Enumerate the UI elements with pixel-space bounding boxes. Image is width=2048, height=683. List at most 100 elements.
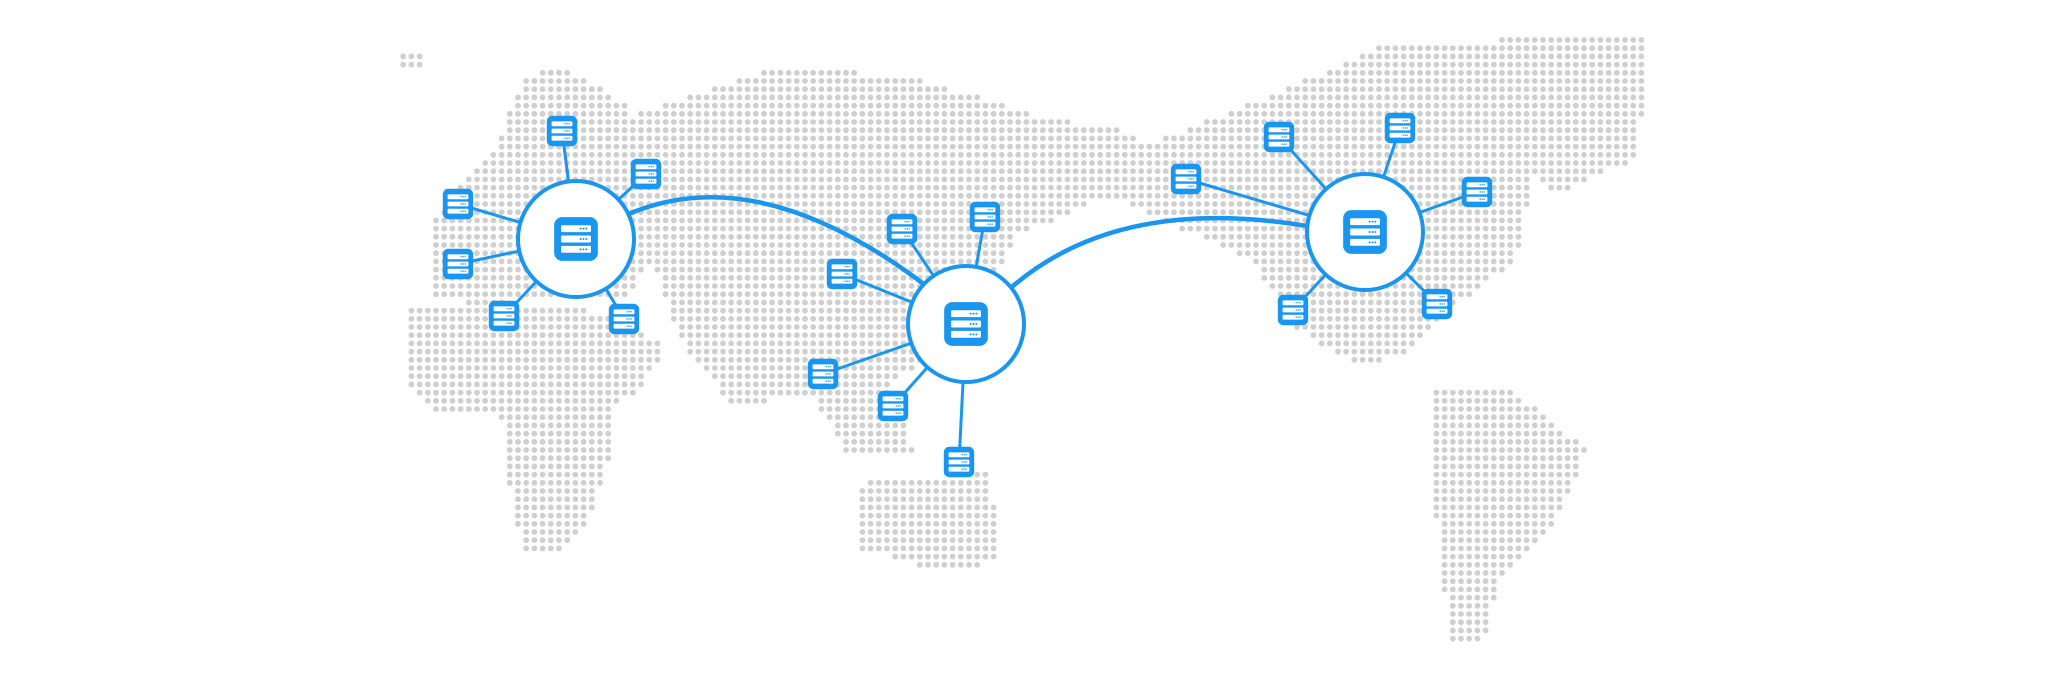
map-dot <box>777 151 784 158</box>
satellite-server-node[interactable] <box>1170 163 1202 195</box>
map-dot <box>769 151 776 158</box>
map-dot <box>720 201 726 207</box>
map-dot <box>1572 463 1579 470</box>
satellite-server-node[interactable] <box>1263 121 1295 153</box>
map-dot <box>474 299 480 306</box>
map-dot <box>465 315 472 322</box>
map-dot <box>1302 192 1309 199</box>
map-dot <box>490 283 497 289</box>
satellite-server-node[interactable] <box>442 188 474 220</box>
map-dot <box>720 242 726 248</box>
map-dot <box>1507 447 1514 453</box>
satellite-server-node[interactable] <box>488 300 520 332</box>
map-dot <box>711 266 718 273</box>
map-dot <box>1474 397 1481 404</box>
map-dot <box>1613 127 1620 134</box>
map-dot <box>900 447 907 453</box>
map-dot <box>523 340 530 347</box>
map-dot <box>1343 94 1350 101</box>
map-dot <box>925 496 931 503</box>
map-dot <box>572 512 579 519</box>
map-dot <box>1474 438 1481 445</box>
map-dot <box>1310 315 1317 322</box>
satellite-server-node[interactable] <box>877 390 909 422</box>
map-dot <box>785 110 792 117</box>
map-dot <box>1425 119 1432 125</box>
satellite-server-node[interactable] <box>1277 294 1309 326</box>
satellite-server-node[interactable] <box>630 158 662 190</box>
hub-server-node[interactable] <box>1305 172 1425 292</box>
map-dot <box>506 143 513 150</box>
satellite-server-node[interactable] <box>608 303 640 335</box>
map-dot <box>1392 348 1399 355</box>
map-dot <box>884 512 890 519</box>
map-dot <box>867 438 874 445</box>
map-dot <box>1343 143 1350 150</box>
map-dot <box>892 151 899 158</box>
hub-server-node[interactable] <box>906 264 1026 384</box>
map-dot <box>1540 151 1546 158</box>
map-dot <box>1105 135 1112 142</box>
map-dot <box>1146 151 1153 158</box>
map-dot <box>1171 209 1177 216</box>
map-dot <box>933 242 940 248</box>
server-icon <box>608 303 640 335</box>
map-dot <box>1228 160 1235 166</box>
map-dot <box>670 233 677 240</box>
map-dot <box>990 192 997 199</box>
map-dot <box>736 324 743 330</box>
map-dot <box>744 389 751 396</box>
map-dot <box>629 389 636 396</box>
map-dot <box>859 258 866 265</box>
satellite-server-node[interactable] <box>826 258 858 290</box>
map-dot <box>1433 438 1440 445</box>
map-dot <box>875 127 882 134</box>
satellite-server-node[interactable] <box>886 213 918 245</box>
map-dot <box>1499 561 1505 568</box>
map-dot <box>1572 160 1579 166</box>
map-dot <box>638 373 644 380</box>
map-dot <box>941 496 948 503</box>
map-dot <box>933 119 940 125</box>
map-dot <box>728 160 735 166</box>
satellite-server-node[interactable] <box>1421 288 1453 320</box>
map-dot <box>1548 69 1555 76</box>
map-dot <box>1482 512 1489 519</box>
map-dot <box>654 348 661 355</box>
hub-server-node[interactable] <box>516 179 636 299</box>
satellite-server-node[interactable] <box>1461 176 1493 208</box>
map-dot <box>1351 332 1358 339</box>
satellite-server-node[interactable] <box>442 248 474 280</box>
map-dot <box>1441 135 1448 142</box>
map-dot <box>1458 151 1464 158</box>
map-dot <box>1507 110 1514 117</box>
map-dot <box>1433 119 1440 125</box>
map-dot <box>826 102 833 109</box>
map-dot <box>752 307 759 314</box>
map-dot <box>1228 233 1235 240</box>
map-dot <box>1581 110 1587 117</box>
satellite-server-node[interactable] <box>943 446 975 478</box>
map-dot <box>925 209 931 216</box>
map-dot <box>1392 94 1399 101</box>
map-dot <box>793 192 800 199</box>
satellite-server-node[interactable] <box>1384 112 1416 144</box>
map-dot <box>1466 594 1473 601</box>
satellite-server-node[interactable] <box>807 358 839 390</box>
map-dot <box>834 86 841 93</box>
map-dot <box>761 340 767 347</box>
map-dot <box>1433 496 1440 503</box>
satellite-server-node[interactable] <box>546 115 578 147</box>
map-dot <box>1335 315 1341 322</box>
map-dot <box>859 192 866 199</box>
map-dot <box>777 266 784 273</box>
map-dot <box>597 381 603 388</box>
map-dot <box>687 332 694 339</box>
map-dot <box>752 151 759 158</box>
map-dot <box>588 381 595 388</box>
map-dot <box>711 233 718 240</box>
map-dot <box>1581 86 1587 93</box>
map-dot <box>1277 283 1284 289</box>
map-dot <box>1080 151 1087 158</box>
satellite-server-node[interactable] <box>969 201 1001 233</box>
